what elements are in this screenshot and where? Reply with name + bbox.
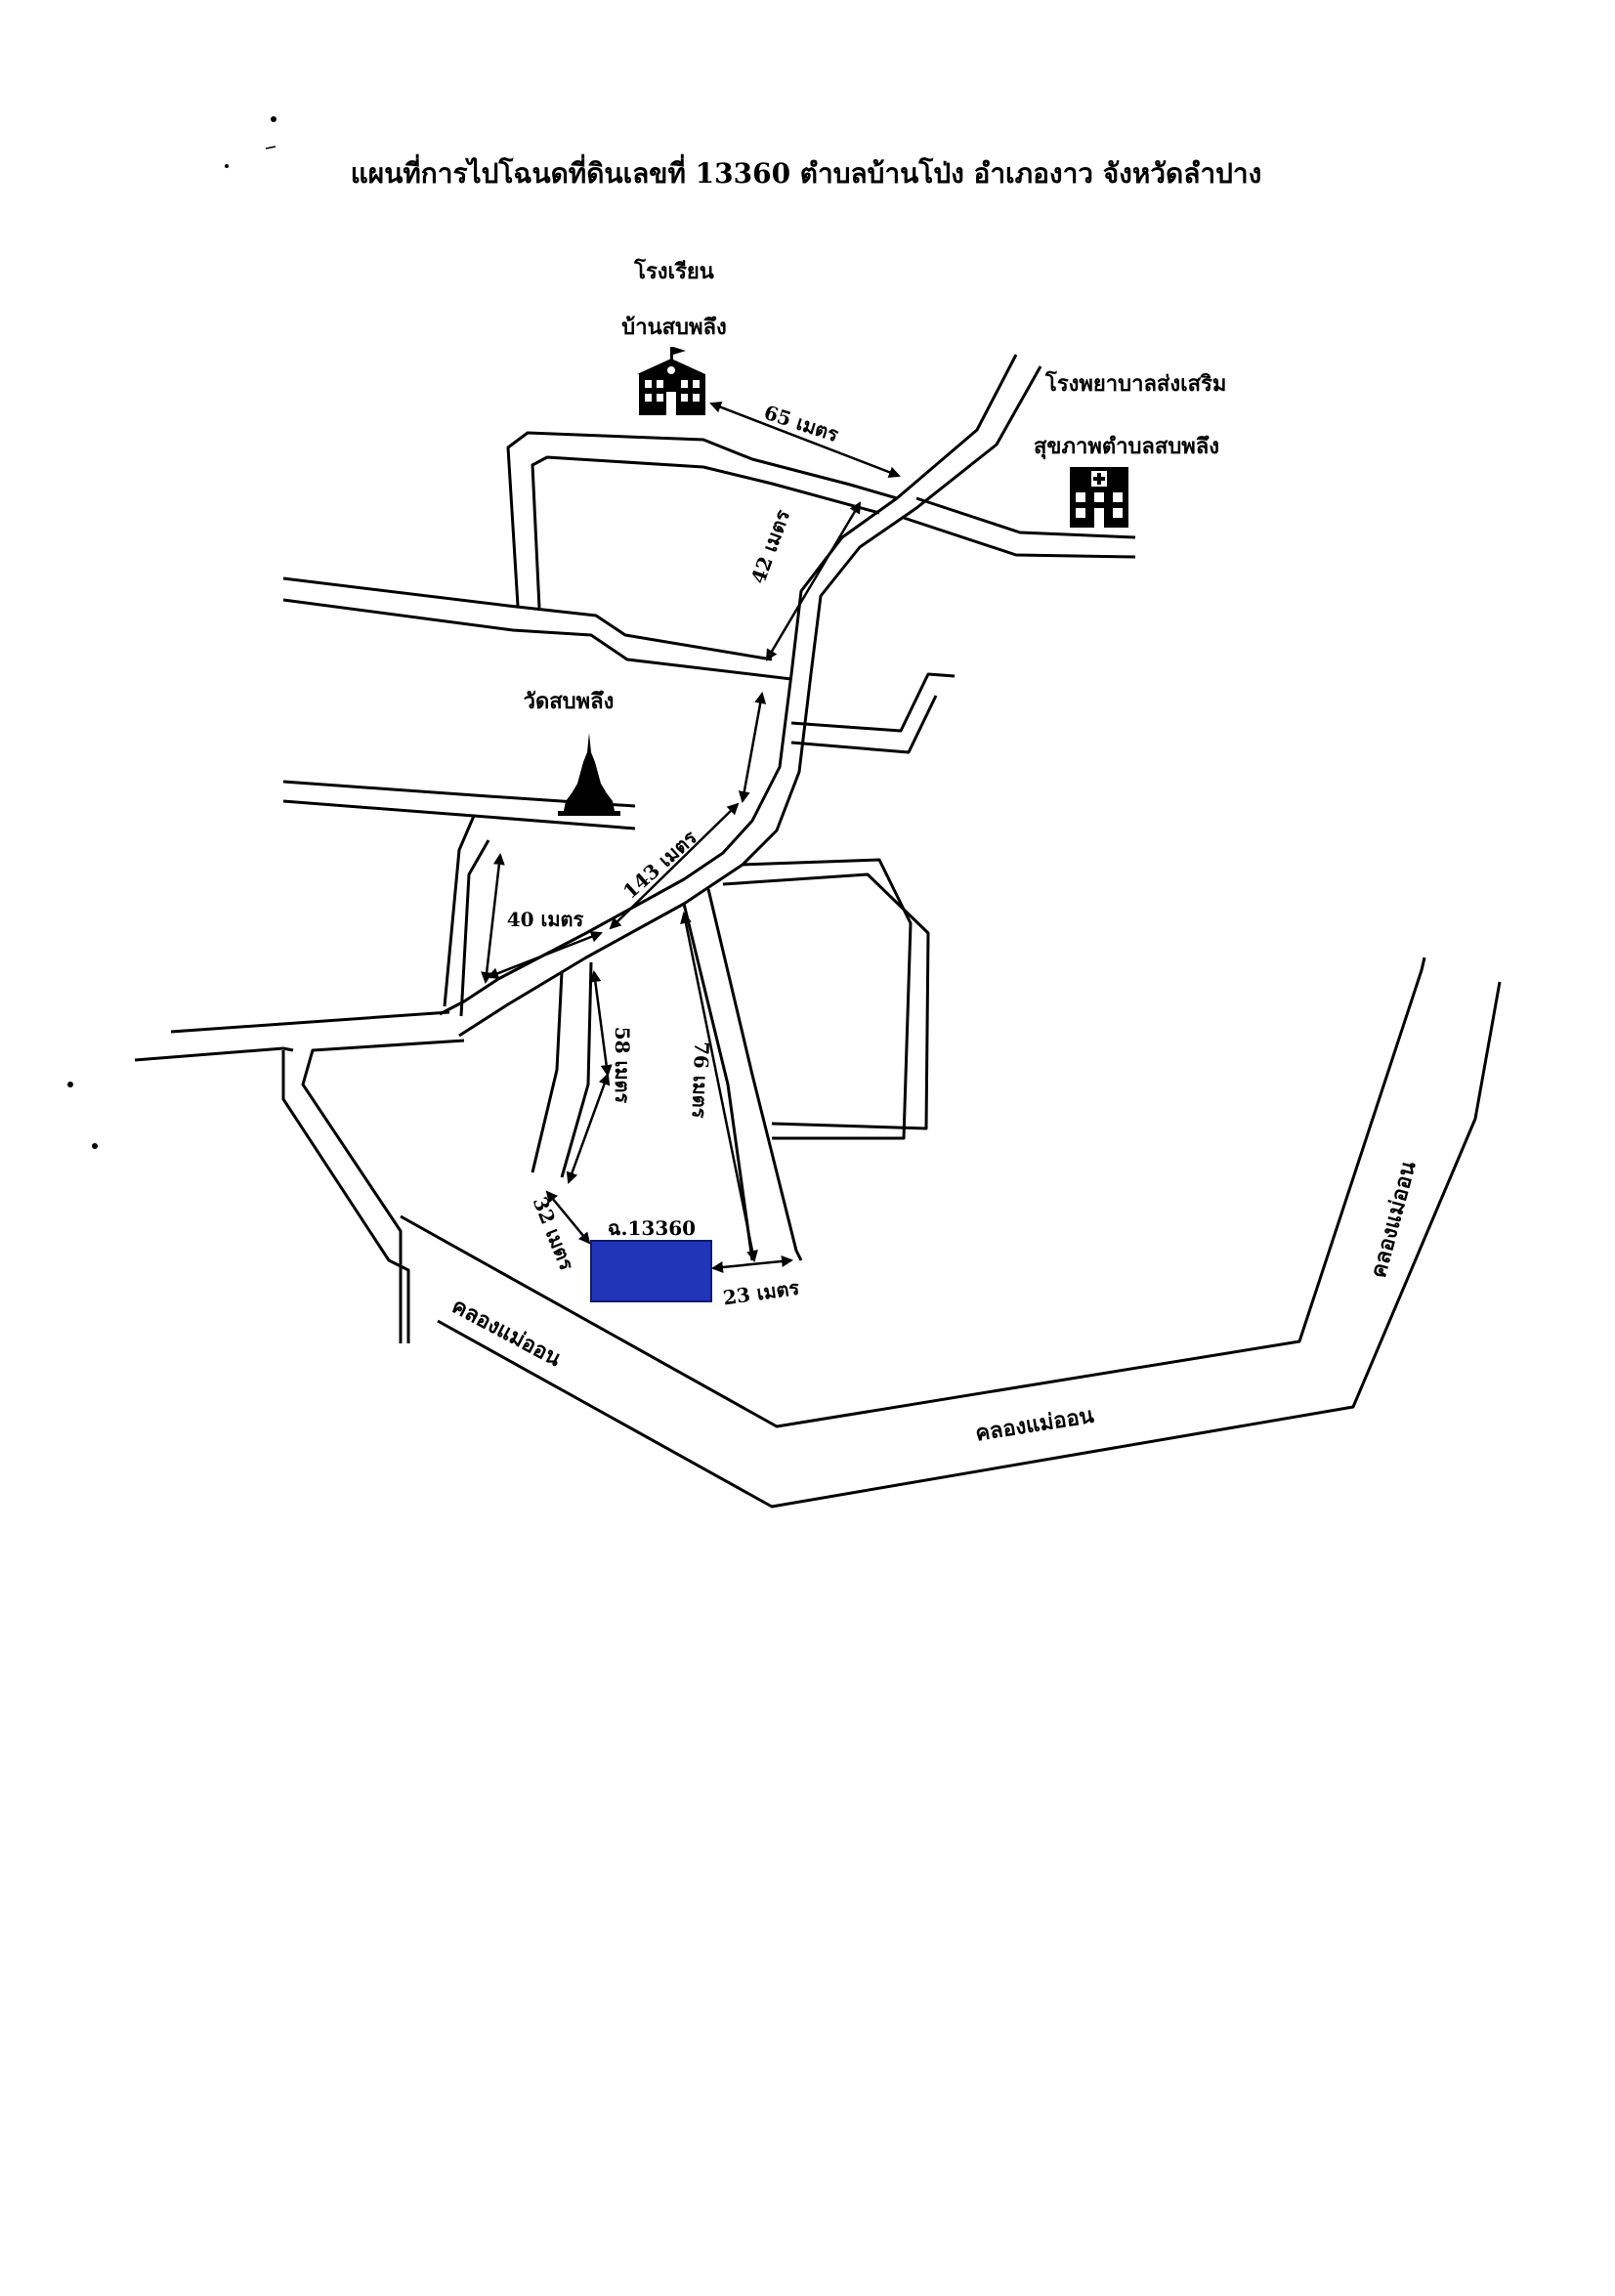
road-hospital-top	[915, 496, 1136, 539]
canal-mae-on	[400, 957, 1502, 1509]
road-block	[722, 872, 930, 1130]
road-spur-58-right	[560, 961, 593, 1178]
arrow-58-lower	[566, 1073, 611, 1184]
road-east-stub-top	[790, 672, 956, 733]
arrow-42	[765, 501, 862, 661]
pagoda-icon	[558, 733, 620, 816]
road-west-top	[282, 576, 773, 661]
distance-arrows	[481, 401, 901, 1273]
school-label-line1: โรงเรียน	[633, 258, 714, 284]
arrow-143	[609, 802, 740, 930]
parcel-plot[interactable]	[590, 1240, 712, 1302]
map-title: แผนที่การไปโฉนดที่ดินเลขที่ 13360 ตำบลบ้…	[351, 153, 1262, 190]
school-landmark: โรงเรียน บ้านสบพลึง	[621, 258, 727, 415]
road-network	[134, 354, 1136, 1343]
parcel-13360[interactable]: ฉ.13360	[590, 1216, 712, 1302]
road-long-west-bottom	[134, 1046, 294, 1062]
canal-outer-bank	[400, 957, 1426, 1428]
scan-specks	[67, 116, 276, 1149]
arrow-65	[709, 401, 901, 479]
school-building-icon	[637, 347, 705, 415]
canal-label-right: คลองแม่ออน	[1366, 1159, 1422, 1281]
canal-inner-bank	[437, 981, 1502, 1509]
road-long-west-top	[170, 1010, 450, 1034]
road-hospital-bottom	[903, 516, 1136, 559]
arrow-40	[487, 931, 603, 979]
distance-58: 58 เมตร	[611, 1027, 634, 1104]
road-long-west-junction	[301, 1039, 465, 1343]
road-spur-76-right	[706, 888, 803, 1261]
arrow-40-vertical	[481, 853, 505, 984]
arrow-vertical-main	[738, 692, 767, 803]
school-label-line2: บ้านสบพลึง	[621, 315, 726, 340]
parcel-label: ฉ.13360	[608, 1216, 696, 1240]
distance-23: 23 เมตร	[721, 1276, 800, 1310]
temple-label: วัดสบพลึง	[524, 689, 615, 714]
road-east-stub-bottom	[790, 695, 938, 754]
hospital-icon	[1070, 467, 1128, 528]
road-southwest-edge	[281, 1050, 410, 1343]
road-loop-inner	[531, 455, 880, 609]
arrow-23	[711, 1255, 793, 1273]
road-west-bottom	[282, 598, 792, 681]
hospital-label-line2: สุขภาพตำบลสบพลึง	[1034, 434, 1219, 460]
road-loop-outer	[506, 431, 898, 607]
arrow-32	[545, 1190, 591, 1245]
distance-32: 32 เมตร	[529, 1193, 579, 1273]
arrow-58	[589, 970, 613, 1077]
arrow-76	[680, 912, 758, 1262]
distance-40: 40 เมตร	[507, 908, 584, 931]
canal-label-bottom: คลองแม่ออน	[973, 1403, 1095, 1447]
hospital-label-line1: โรงพยาบาลส่งเสริม	[1044, 370, 1226, 397]
road-spur-58-left	[531, 971, 564, 1173]
distance-76: 76 เมตร	[688, 1042, 714, 1120]
temple-landmark: วัดสบพลึง	[524, 689, 620, 816]
road-block-inner	[742, 858, 913, 1140]
hospital-landmark: โรงพยาบาลส่งเสริม สุขภาพตำบลสบพลึง	[1034, 370, 1226, 528]
distance-42: 42 เมตร	[746, 506, 795, 586]
road-temple-south-east	[459, 839, 490, 1017]
road-temple-south-west	[443, 815, 476, 1007]
